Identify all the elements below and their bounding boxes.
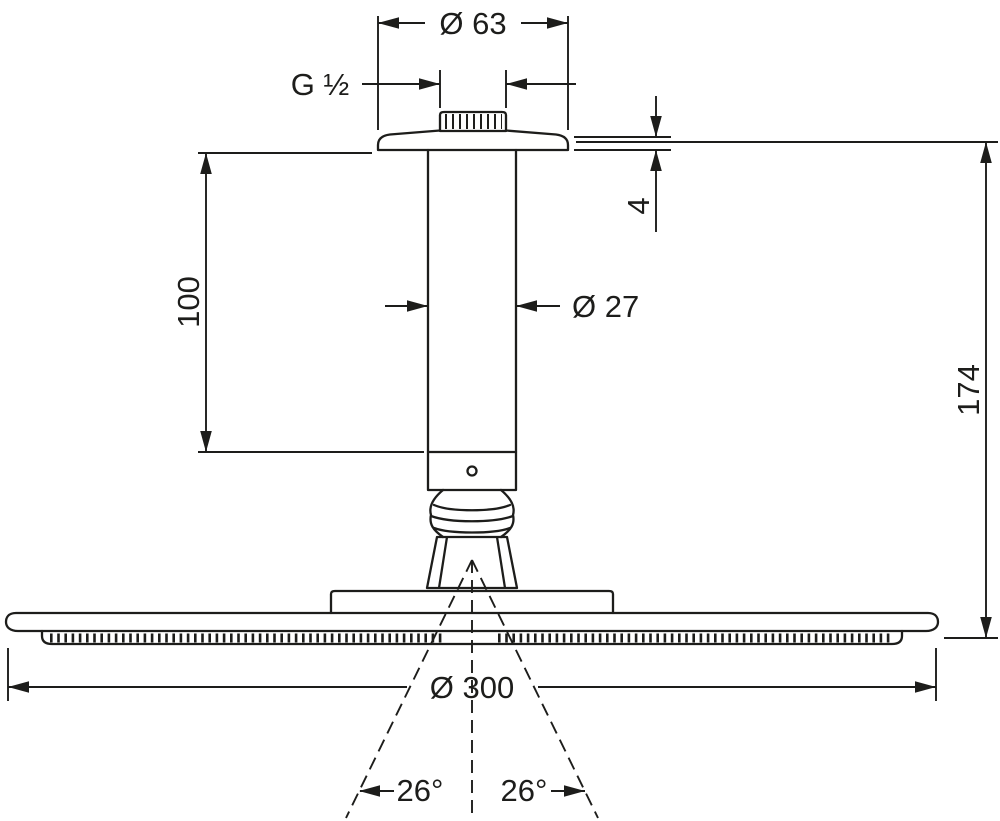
- dim-thread-extension-lines: [439, 70, 507, 108]
- dim-escutcheon-height-arrow-down: [650, 116, 662, 137]
- fixture: [4, 110, 940, 646]
- spray-angle-label-left: 26°: [397, 773, 444, 808]
- dim-thread-arrow-right: [506, 78, 527, 90]
- dim-overall-height-label: 174: [951, 364, 986, 416]
- spray-angle-line-right: [471, 559, 599, 819]
- dim-escutcheon-height-label: 4: [621, 197, 656, 214]
- shower-arm-pipe-outline: [426, 148, 518, 454]
- dim-arm-length-arrow-bottom: [200, 431, 212, 452]
- dim-top-diameter-label: Ø 63: [439, 6, 506, 41]
- dim-overall-height-extension-lines: [576, 141, 998, 639]
- dim-arm-length: 100: [171, 152, 424, 453]
- dim-head-diameter-extension-lines: [7, 648, 937, 701]
- dim-top-diameter-extension-lines: [377, 16, 569, 130]
- dim-arm-length-label: 100: [171, 276, 206, 328]
- dim-pipe-diameter-arrow-left: [407, 300, 428, 312]
- dim-overall-height: 174: [576, 141, 998, 639]
- dim-overall-height-arrow-bottom: [980, 617, 992, 638]
- dim-arm-length-arrow-top: [200, 153, 212, 174]
- dim-top-diameter: Ø 63: [377, 6, 569, 130]
- pipe-collar-outline: [426, 450, 518, 492]
- dim-head-diameter: Ø 300: [7, 648, 937, 705]
- dim-top-diameter-arrow-left: [378, 17, 399, 29]
- ball-joint-ribs: [429, 503, 515, 534]
- dim-escutcheon-height: 4: [574, 96, 671, 232]
- ceiling-escutcheon-outline: [376, 129, 570, 152]
- dim-arm-length-extension-lines: [198, 152, 424, 453]
- dim-pipe-diameter: Ø 27: [385, 289, 639, 324]
- spray-angle-arrow-right: [564, 785, 585, 797]
- dim-overall-height-arrow-top: [980, 142, 992, 163]
- dim-pipe-diameter-arrow-right: [516, 300, 537, 312]
- dim-head-diameter-arrow-left: [8, 681, 29, 693]
- thread-nipple-outline: [438, 110, 508, 133]
- dim-escutcheon-height-extension-lines: [574, 136, 671, 151]
- spray-angle-label-right: 26°: [501, 773, 548, 808]
- dim-head-diameter-arrow-right: [915, 681, 936, 693]
- spray-angle-arrow-left: [359, 785, 380, 797]
- dim-pipe-diameter-label: Ø 27: [572, 289, 639, 324]
- spray-angle-line-left: [345, 559, 473, 819]
- shower-plate-outline: [4, 611, 940, 633]
- dim-escutcheon-height-arrow-up: [650, 150, 662, 171]
- dim-thread: G ½: [291, 67, 576, 108]
- dim-top-diameter-arrow-right: [547, 17, 568, 29]
- dim-thread-arrow-left: [419, 78, 440, 90]
- set-screw-hole: [466, 465, 478, 477]
- spray-angle-annotation: 26° 26°: [345, 559, 599, 819]
- dim-thread-label: G ½: [291, 67, 350, 102]
